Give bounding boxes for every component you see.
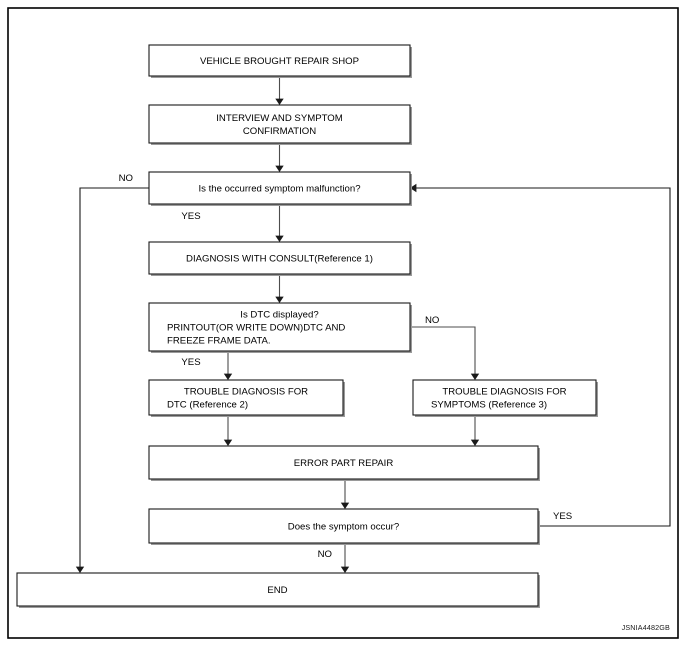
edge-label-yes-symptom-occur: YES [553,511,572,522]
interview-and-symptom-confirmation-text-line-1: INTERVIEW AND SYMPTOM [216,113,343,124]
connector-malfunction-no-to-end [75,187,149,573]
does-the-symptom-occur-box [148,508,539,544]
connector-malfunction-no-to-end-arrowhead [75,566,85,573]
connector-malfunction-no-to-end-line [79,187,149,567]
interview-and-symptom-confirmation-text-line-2: CONFIRMATION [243,126,316,137]
connector-layer [75,76,671,573]
does-the-symptom-occur-text-line-1: Does the symptom occur? [288,521,399,532]
is-the-occurred-symptom-malfunction-box [148,171,411,205]
flow-node-is-dtc-displayed: Is DTC displayed? PRINTOUT(OR WRITE DOWN)… [148,302,412,353]
figure-border [7,7,679,639]
interview-and-symptom-confirmation-box [148,104,411,144]
flow-node-does-the-symptom-occur: Does the symptom occur? [148,508,540,545]
connector-repair-to-symptom-occur-arrowhead [340,502,350,509]
edge-label-yes-dtc: YES [181,357,200,368]
flow-node-end: END [16,572,540,608]
edge-label-layer: NO YES YES NO YES NO [119,173,573,560]
end-text-line-1: END [267,585,287,596]
is-dtc-displayed-text-line-1: Is DTC displayed? [240,309,318,320]
connector-dtc-yes-to-diagnosis-dtc-arrowhead [223,373,233,380]
is-dtc-displayed-text-line-2: PRINTOUT(OR WRITE DOWN)DTC AND [167,322,345,333]
connector-interview-to-malfunction-arrowhead [275,165,284,172]
connector-symptom-occur-yes-loop-to-malfunction-arrowhead [410,183,417,193]
is-the-occurred-symptom-malfunction-text-line-1: Is the occurred symptom malfunction? [198,183,360,194]
trouble-diagnosis-for-symptoms-text-line-1: TROUBLE DIAGNOSIS FOR [442,386,566,397]
is-dtc-displayed-box [148,302,411,352]
connector-symptom-occur-no-to-end [340,543,350,573]
edge-label-no-symptom-occur: NO [318,549,332,560]
flow-node-diagnosis-with-consult: DIAGNOSIS WITH CONSULT(Reference 1) [148,241,412,276]
trouble-diagnosis-for-symptoms-box [412,379,597,416]
connector-symptom-occur-no-to-end-arrowhead [340,566,350,573]
figure-code: JSNIA4482GB [622,623,670,632]
flow-node-vehicle-brought-repair-shop: VEHICLE BROUGHT REPAIR SHOP [148,44,412,78]
connector-start-to-interview-arrowhead [275,98,284,105]
trouble-diagnosis-for-dtc-text-line-1: TROUBLE DIAGNOSIS FOR [184,386,308,397]
error-part-repair-box [148,445,539,480]
connector-dtc-no-to-diagnosis-symptoms-arrowhead [470,373,480,380]
connector-diagnosis-dtc-to-repair-arrowhead [223,439,233,446]
connector-dtc-yes-to-diagnosis-dtc [223,351,233,380]
is-dtc-displayed-text-line-3: FREEZE FRAME DATA. [167,335,271,346]
flow-node-interview-and-symptom-confirmation: INTERVIEW AND SYMPTOM CONFIRMATION [148,104,412,145]
flow-node-is-the-occurred-symptom-malfunction: Is the occurred symptom malfunction? [148,171,412,206]
edge-label-no-malfunction: NO [119,173,133,184]
connector-consult-to-dtc-arrowhead [275,296,284,303]
connector-diagnosis-symptoms-to-repair [470,415,480,446]
vehicle-brought-repair-shop-text-line-1: VEHICLE BROUGHT REPAIR SHOP [200,56,359,67]
flow-node-trouble-diagnosis-for-dtc: TROUBLE DIAGNOSIS FOR DTC (Reference 2) [148,379,345,417]
error-part-repair-text-line-1: ERROR PART REPAIR [294,458,394,469]
connector-dtc-no-to-diagnosis-symptoms [410,326,480,380]
trouble-diagnosis-for-dtc-box [148,379,344,416]
trouble-diagnosis-for-symptoms-text-line-2: SYMPTOMS (Reference 3) [431,399,547,410]
trouble-diagnosis-for-dtc-text-line-2: DTC (Reference 2) [167,399,248,410]
connector-diagnosis-symptoms-to-repair-arrowhead [470,439,480,446]
diagnosis-with-consult-text-line-1: DIAGNOSIS WITH CONSULT(Reference 1) [186,253,373,264]
diagnosis-with-consult-box [148,241,411,275]
connector-diagnosis-dtc-to-repair [223,415,233,446]
node-layer: VEHICLE BROUGHT REPAIR SHOP INTERVIEW AND… [16,44,598,608]
connector-symptom-occur-yes-loop-to-malfunction [410,183,671,527]
flow-node-trouble-diagnosis-for-symptoms: TROUBLE DIAGNOSIS FOR SYMPTOMS (Reference… [412,379,598,417]
edge-label-yes-malfunction: YES [181,211,200,222]
end-box [16,572,539,607]
connector-repair-to-symptom-occur [340,479,350,509]
figure-frame [7,7,679,639]
edge-label-no-dtc: NO [425,315,439,326]
connector-dtc-no-to-diagnosis-symptoms-line [410,326,476,374]
connector-malfunction-yes-to-consult [275,204,284,242]
vehicle-brought-repair-shop-box [148,44,411,77]
connector-malfunction-yes-to-consult-arrowhead [275,235,284,242]
flow-node-error-part-repair: ERROR PART REPAIR [148,445,540,481]
connector-symptom-occur-yes-loop-to-malfunction-line [416,187,671,527]
connector-consult-to-dtc [275,274,284,303]
connector-interview-to-malfunction [275,143,284,172]
connector-start-to-interview [275,76,284,105]
figure-code-layer: JSNIA4482GB [622,623,670,632]
